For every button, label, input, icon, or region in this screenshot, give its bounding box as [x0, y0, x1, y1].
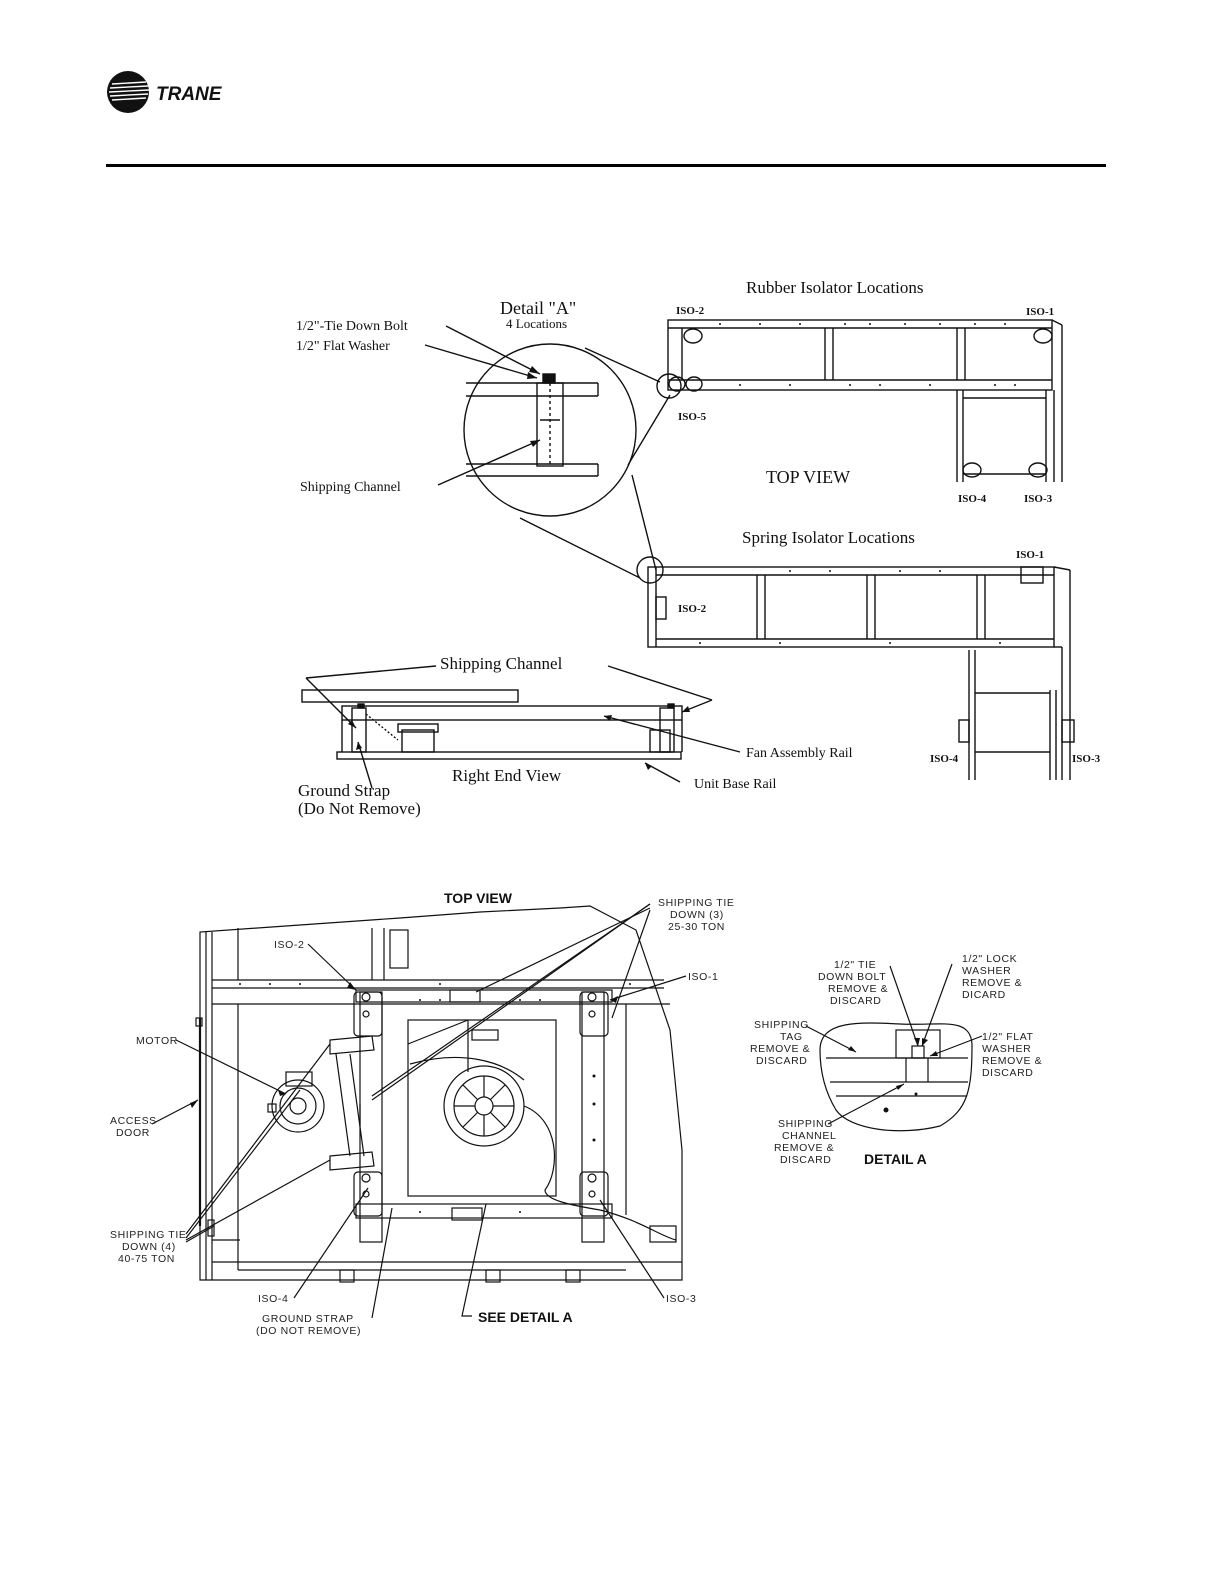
detail-a-locations: 4 Locations	[506, 316, 567, 331]
lock-note-3: REMOVE &	[962, 977, 1022, 989]
label-ground-strap: Ground Strap	[298, 781, 390, 800]
flat-note-4: DISCARD	[982, 1067, 1033, 1079]
ground-strap-line2: (DO NOT REMOVE)	[256, 1325, 361, 1337]
tie-down-4-line1: SHIPPING TIE	[110, 1229, 186, 1241]
spring-iso-3: ISO-3	[1072, 753, 1101, 765]
tie-down-3-line1: SHIPPING TIE	[658, 897, 734, 909]
tie-down-4-line2: DOWN (4)	[122, 1241, 176, 1253]
flat-note-2: WASHER	[982, 1043, 1031, 1055]
rubber-iso-4: ISO-4	[958, 493, 987, 505]
flat-note-3: REMOVE &	[982, 1055, 1042, 1067]
bolt-note-2: DOWN BOLT	[818, 971, 886, 983]
right-end-view-title: Right End View	[452, 766, 562, 785]
see-detail-a-label: SEE DETAIL A	[478, 1309, 573, 1325]
bolt-note-4: DISCARD	[830, 995, 881, 1007]
lower-iso-4: ISO-4	[258, 1293, 288, 1305]
spring-iso-1: ISO-1	[1016, 549, 1044, 561]
rubber-iso-2: ISO-2	[676, 305, 705, 317]
chan-note-4: DISCARD	[780, 1154, 831, 1166]
rubber-iso-1: ISO-1	[1026, 306, 1054, 318]
detail-a-circle	[463, 343, 637, 517]
label-do-not-remove: (Do Not Remove)	[298, 799, 421, 818]
lower-iso-1: ISO-1	[688, 971, 718, 983]
lower-top-view-title: TOP VIEW	[444, 890, 513, 906]
lock-note-4: DICARD	[962, 989, 1006, 1001]
detail-a-title: Detail "A"	[500, 298, 576, 318]
top-view-label: TOP VIEW	[766, 467, 850, 487]
trane-logo: TRANE	[107, 71, 223, 113]
lower-iso-3: ISO-3	[666, 1293, 696, 1305]
access-door-line1: ACCESS	[110, 1115, 157, 1127]
rubber-iso-3: ISO-3	[1024, 493, 1053, 505]
lock-note-2: WASHER	[962, 965, 1011, 977]
ground-strap-line1: GROUND STRAP	[262, 1313, 354, 1325]
label-tie-down-bolt: 1/2"-Tie Down Bolt	[296, 319, 408, 334]
tie-down-4-line3: 40-75 TON	[118, 1253, 175, 1265]
detail-a-title-lower: DETAIL A	[864, 1151, 927, 1167]
label-shipping-channel-detail: Shipping Channel	[300, 480, 401, 495]
tag-note-3: REMOVE &	[750, 1043, 810, 1055]
label-fan-assembly-rail: Fan Assembly Rail	[746, 746, 853, 761]
lower-iso-2: ISO-2	[274, 939, 304, 951]
isolator-locations-diagram: Detail "A" 4 Locations 1/2"-Tie Down Bol…	[296, 278, 1101, 818]
rubber-iso-5: ISO-5	[678, 411, 707, 423]
spring-isolator-title: Spring Isolator Locations	[742, 528, 915, 547]
tag-note-1: SHIPPING	[754, 1019, 809, 1031]
spring-iso-2: ISO-2	[678, 603, 707, 615]
chan-note-2: CHANNEL	[782, 1130, 836, 1142]
label-motor: MOTOR	[136, 1035, 178, 1047]
tag-note-2: TAG	[780, 1031, 803, 1043]
spring-iso-4: ISO-4	[930, 753, 959, 765]
label-flat-washer: 1/2" Flat Washer	[296, 339, 390, 354]
lock-note-1: 1/2" LOCK	[962, 953, 1017, 965]
bolt-note-3: REMOVE &	[828, 983, 888, 995]
tie-down-3-line3: 25-30 TON	[668, 921, 725, 933]
flat-note-1: 1/2" FLAT	[982, 1031, 1034, 1043]
chan-note-3: REMOVE &	[774, 1142, 834, 1154]
tag-note-4: DISCARD	[756, 1055, 807, 1067]
header-rule	[106, 164, 1106, 167]
chan-note-1: SHIPPING	[778, 1118, 833, 1130]
bolt-note-1: 1/2" TIE	[834, 959, 876, 971]
tie-down-3-line2: DOWN (3)	[670, 909, 724, 921]
label-unit-base-rail: Unit Base Rail	[694, 777, 777, 792]
rubber-isolator-title: Rubber Isolator Locations	[746, 278, 924, 297]
label-shipping-channel-end: Shipping Channel	[440, 654, 563, 673]
brand-name: TRANE	[156, 84, 223, 105]
access-door-line2: DOOR	[116, 1127, 150, 1139]
